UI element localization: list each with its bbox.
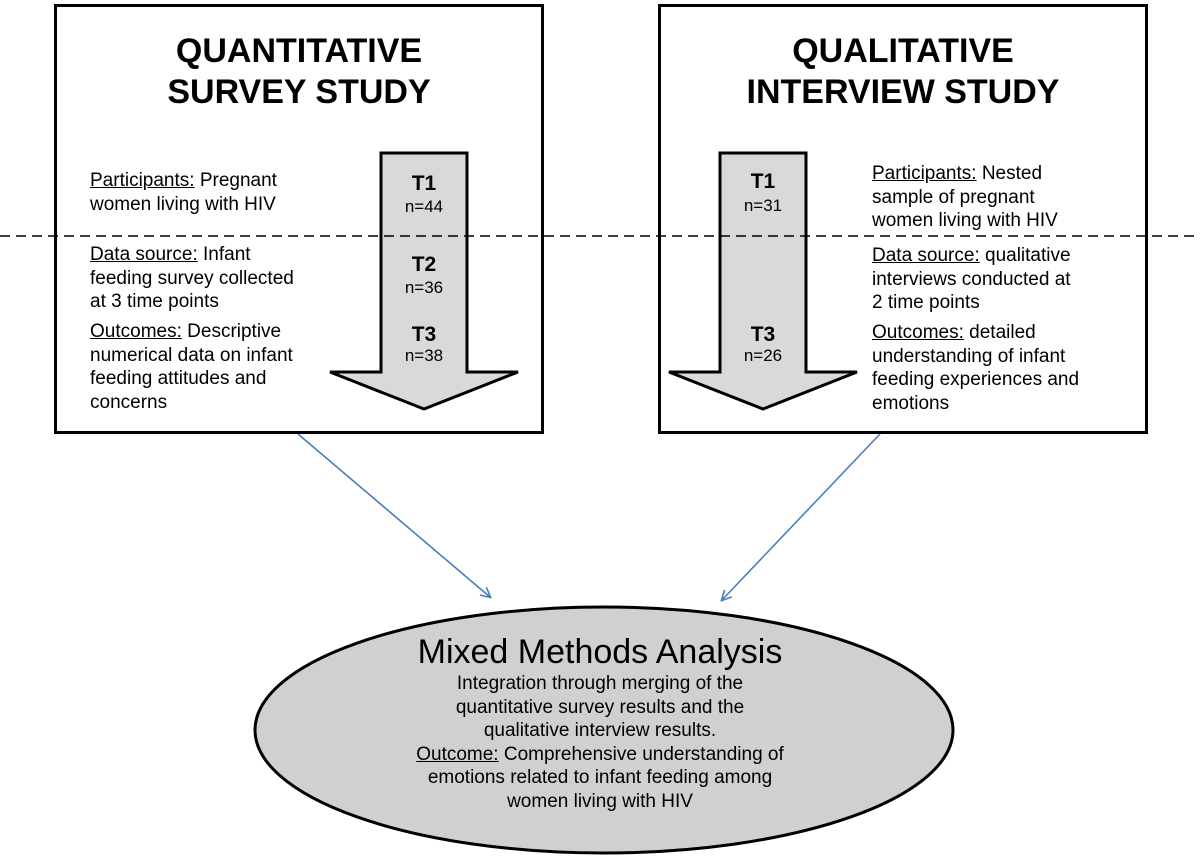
qualitative-box-title: QUALITATIVE INTERVIEW STUDY — [661, 31, 1145, 113]
connector-left — [297, 433, 490, 597]
text-line: feeding survey collected — [90, 267, 294, 289]
quantitative-box-title: QUANTITATIVE SURVEY STUDY — [57, 31, 541, 113]
text-line: concerns — [90, 391, 168, 413]
title-line: QUALITATIVE — [792, 32, 1014, 70]
analysis-line: Integration through merging of the — [456, 673, 744, 694]
text-line: numerical data on infant — [90, 344, 293, 366]
data-source-label: Data source: — [90, 244, 198, 265]
analysis-line: qualitative interview results. — [483, 720, 717, 741]
outcomes-label: Outcomes: — [872, 322, 964, 343]
timepoint-n: n=26 — [743, 346, 783, 365]
outcome-label: Outcome: — [416, 743, 499, 765]
text-line: Pregnant — [194, 170, 277, 191]
participants-label: Participants: — [872, 163, 977, 184]
text-line: Nested — [976, 163, 1043, 184]
text-line: women living with HIV — [90, 193, 276, 215]
text-line: at 3 time points — [90, 291, 219, 312]
connector-right — [722, 433, 881, 600]
text-line: understanding of infant — [872, 345, 1066, 367]
qualitative-data-source: Data source: qualitative interviews cond… — [872, 244, 1071, 315]
text-line: qualitative — [979, 245, 1071, 266]
analysis-text: Mixed Methods Analysis Integration throu… — [290, 632, 910, 813]
text-line: 2 time points — [872, 292, 980, 313]
data-source-label: Data source: — [872, 245, 980, 266]
analysis-ellipse — [253, 605, 955, 855]
timepoint-n: n=44 — [404, 197, 444, 216]
text-line: women living with HIV — [872, 210, 1058, 231]
title-line: SURVEY STUDY — [167, 73, 431, 111]
text-line: detailed — [963, 322, 1036, 343]
participants-label: Participants: — [90, 170, 195, 191]
title-line: INTERVIEW STUDY — [746, 73, 1060, 111]
analysis-line: women living with HIV — [507, 790, 693, 812]
quantitative-data-source: Data source: Infant feeding survey colle… — [90, 243, 294, 314]
outcomes-label: Outcomes: — [90, 321, 182, 342]
quantitative-survey-box: QUANTITATIVE SURVEY STUDY — [54, 4, 544, 434]
timepoint-label: T1 — [411, 172, 437, 195]
timepoint-n: n=36 — [404, 278, 444, 297]
text-line: emotions — [872, 392, 950, 414]
text-line: sample of pregnant — [872, 186, 1035, 208]
timepoint-label: T3 — [750, 323, 776, 346]
analysis-line: quantitative survey results and the — [455, 696, 745, 718]
text-line: Descriptive — [181, 321, 282, 342]
timepoint-n: n=38 — [404, 346, 444, 365]
analysis-outcome: Outcome: Comprehensive understanding of — [290, 743, 910, 767]
title-line: QUANTITATIVE — [175, 32, 423, 70]
text-line: interviews conducted at — [872, 268, 1071, 290]
timepoint-label: T2 — [411, 253, 437, 276]
qualitative-participants: Participants: Nested sample of pregnant … — [872, 162, 1058, 233]
qualitative-outcomes: Outcomes: detailed understanding of infa… — [872, 321, 1079, 415]
timepoint-label: T3 — [411, 323, 437, 346]
text-line: Comprehensive understanding of — [498, 743, 784, 765]
text-line: feeding experiences and — [872, 369, 1080, 390]
analysis-line: emotions related to infant feeding among — [427, 767, 773, 788]
text-line: feeding attitudes and — [90, 368, 267, 389]
timepoint-n: n=31 — [743, 196, 783, 215]
text-line: Infant — [197, 244, 251, 265]
analysis-title: Mixed Methods Analysis — [417, 633, 783, 671]
timepoint-label: T1 — [750, 170, 776, 193]
quantitative-participants: Participants: Pregnant women living with… — [90, 169, 277, 216]
quantitative-outcomes: Outcomes: Descriptive numerical data on … — [90, 320, 293, 414]
